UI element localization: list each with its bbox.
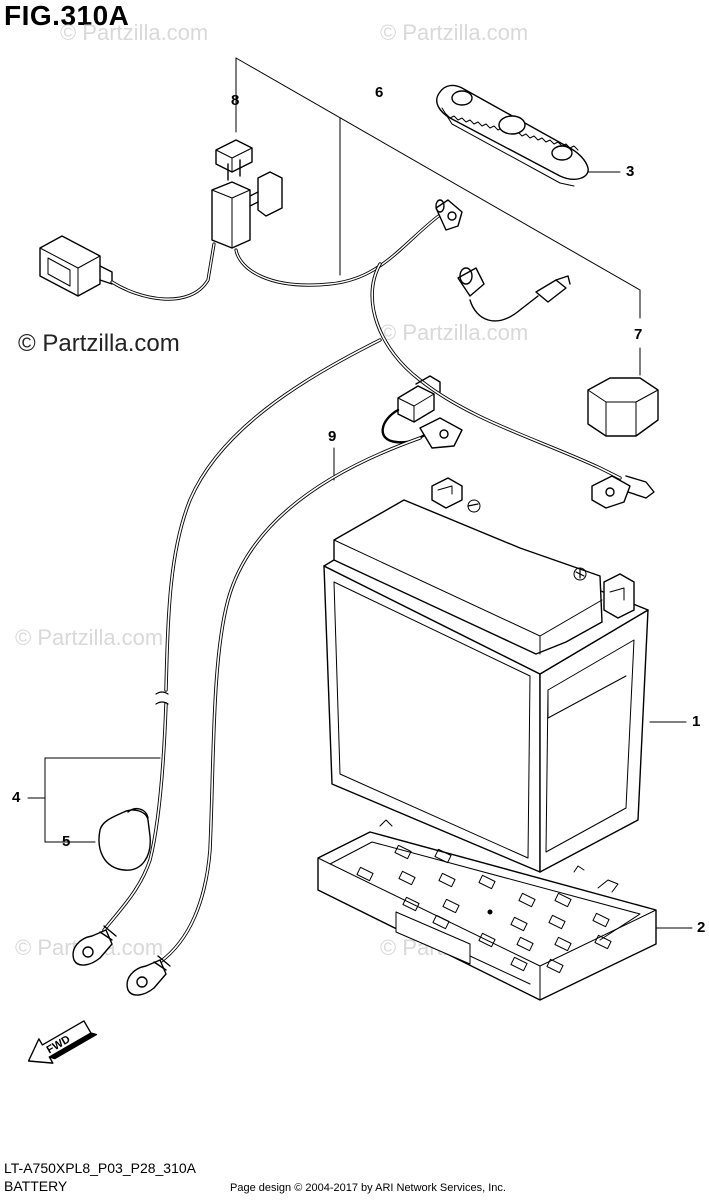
- harness-connector: [39, 235, 113, 297]
- fuse-holder: [211, 171, 283, 249]
- callout-9: 9: [328, 428, 337, 445]
- negative-lead-connector: [397, 375, 441, 423]
- figure-title: FIG.310A: [4, 0, 130, 31]
- watermark-faint: © Partzilla.com: [380, 320, 529, 345]
- ring-terminal-top: [435, 199, 463, 231]
- footer-section-title: BATTERY: [4, 1178, 68, 1194]
- ring-terminal-right: [591, 475, 655, 509]
- leader-lines: [27, 57, 693, 929]
- ring-terminal-bottom: [126, 955, 171, 996]
- fuse: [215, 139, 253, 181]
- callout-6: 6: [375, 84, 384, 101]
- ring-terminal-9: [419, 417, 463, 449]
- watermark-faint: © Partzilla.com: [15, 625, 164, 650]
- sensor-lead: [457, 267, 571, 322]
- terminal-cover-strip: [436, 84, 589, 187]
- fwd-arrow: [27, 1020, 98, 1064]
- terminal-boot: [98, 807, 151, 871]
- callout-7: 7: [634, 326, 643, 343]
- battery-body: [323, 477, 649, 873]
- watermark-faint: © Partzilla.com: [60, 20, 209, 45]
- callout-3: 3: [626, 163, 635, 180]
- watermark-main: © Partzilla.com: [18, 330, 180, 357]
- rubber-cap: [587, 377, 659, 437]
- ring-terminal-bottom-left: [72, 925, 117, 966]
- callout-8: 8: [231, 92, 240, 109]
- callout-5: 5: [62, 833, 71, 850]
- callout-2: 2: [697, 919, 706, 936]
- watermark-faint: © Partzilla.com: [380, 20, 529, 45]
- callout-4: 4: [12, 789, 21, 806]
- footer-credit: Page design © 2004-2017 by ARI Network S…: [230, 1182, 506, 1194]
- callout-1: 1: [692, 713, 701, 730]
- footer-diagram-code: LT-A750XPL8_P03_P28_310A: [4, 1160, 197, 1176]
- battery-tray: [317, 819, 657, 1001]
